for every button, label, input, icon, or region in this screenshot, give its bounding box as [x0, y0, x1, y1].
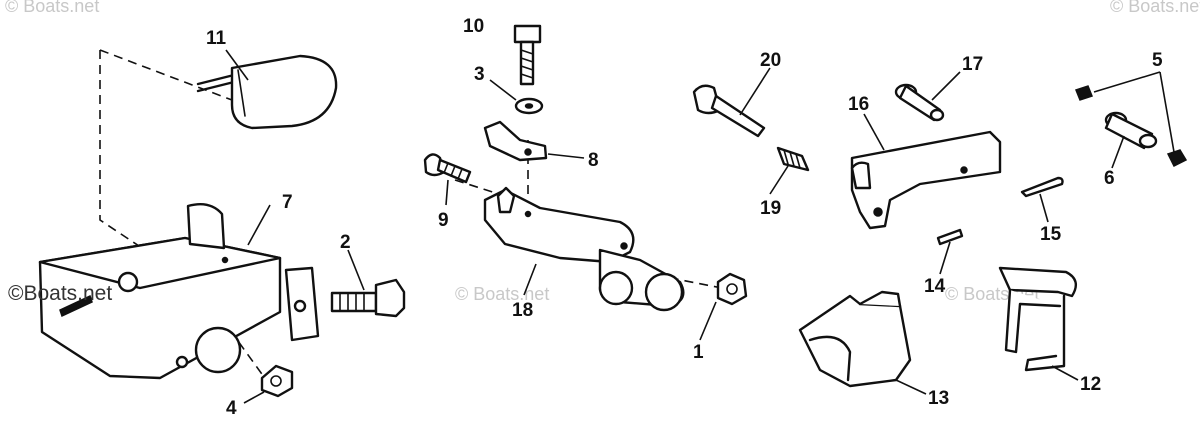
callout-9: 9	[438, 210, 449, 231]
part-8-terminal	[483, 120, 548, 162]
callout-10: 10	[463, 16, 484, 37]
callout-3: 3	[474, 64, 485, 85]
part-9-screw	[423, 153, 472, 184]
callout-18: 18	[512, 300, 533, 321]
part-15-cotter-pin	[1020, 176, 1064, 198]
part-5-set-screws	[1075, 85, 1188, 168]
part-1-nut	[716, 272, 748, 306]
callout-19: 19	[760, 198, 781, 219]
part-18-arm-assembly	[483, 186, 685, 312]
callout-13: 13	[928, 388, 949, 409]
watermark-main: ©Boats.net	[8, 282, 112, 305]
callout-6: 6	[1104, 168, 1115, 189]
part-20-adjust-screw	[692, 84, 766, 138]
callout-16: 16	[848, 94, 869, 115]
callout-15: 15	[1040, 224, 1062, 245]
callout-2: 2	[340, 232, 351, 253]
watermark-faint-top-right: © Boats.net	[1110, 0, 1200, 16]
part-11-knob	[196, 54, 338, 130]
callout-4: 4	[226, 398, 237, 419]
part-2-bolt	[330, 278, 406, 318]
callout-1: 1	[693, 342, 704, 363]
part-14-small-pin	[936, 228, 964, 246]
part-19-spring	[776, 146, 810, 172]
callout-8: 8	[588, 150, 599, 171]
callout-20: 20	[760, 50, 781, 71]
callout-11: 11	[206, 28, 227, 49]
part-10-screw	[513, 24, 542, 86]
callout-17: 17	[962, 54, 983, 75]
part-4-nut	[260, 364, 294, 398]
leader-lines	[225, 49, 1175, 404]
callout-numbers: 11 7 2 4 10 3 8 9 18 1 20 19 17 16 15 14…	[206, 16, 1163, 419]
callout-12: 12	[1080, 374, 1101, 395]
part-17-pin	[894, 83, 945, 122]
part-6-sleeve	[1104, 111, 1158, 150]
part-12-spring-clip	[998, 266, 1078, 372]
watermark-faint-top-left: © Boats.net	[5, 0, 99, 16]
part-16-lever	[850, 130, 1002, 230]
callout-7: 7	[282, 192, 293, 213]
part-13-clip-housing	[798, 290, 912, 388]
callout-5: 5	[1152, 50, 1163, 71]
part-3-washer	[514, 97, 544, 115]
callout-14: 14	[924, 276, 946, 297]
part-7-bracket-housing	[38, 203, 320, 380]
watermark-faint-center: © Boats.net	[455, 284, 549, 304]
